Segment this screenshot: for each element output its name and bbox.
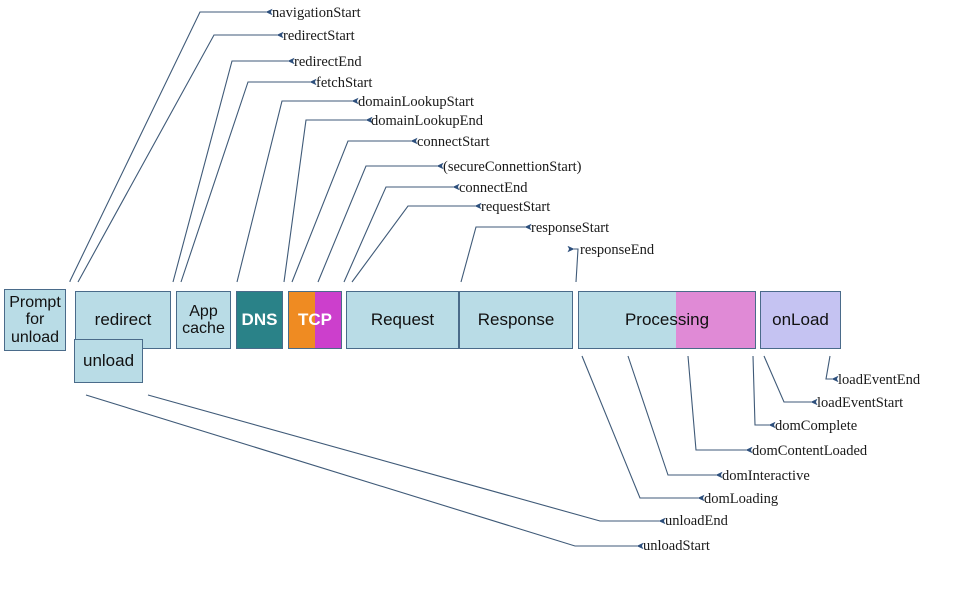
milestone-label-requestStart: requestStart xyxy=(481,199,551,215)
leader-line-responseEnd xyxy=(567,245,579,283)
milestone-label-unloadEnd: unloadEnd xyxy=(665,513,728,529)
leader-line-navigationStart xyxy=(69,8,273,282)
leader-line-unloadEnd xyxy=(147,394,666,525)
timeline-block-label: Processing xyxy=(624,309,710,329)
milestone-label-redirectStart: redirectStart xyxy=(283,28,355,44)
milestone-label-secureConnettionStart: (secureConnettionStart) xyxy=(443,159,582,175)
leader-line-responseStart xyxy=(460,223,532,283)
leader-line-domLoading xyxy=(581,355,705,502)
timeline-block-label: Response xyxy=(477,309,555,329)
milestone-label-unloadStart: unloadStart xyxy=(643,538,710,554)
leader-line-domInteractive xyxy=(627,355,723,479)
leader-line-loadEventStart xyxy=(763,355,818,406)
milestone-label-connectStart: connectStart xyxy=(417,134,490,150)
timeline-block-request: Request xyxy=(346,291,459,349)
leader-line-redirectStart xyxy=(77,31,284,283)
timeline-block-label: DNS xyxy=(241,309,278,329)
timeline-block-app-cache: App cache xyxy=(176,291,231,349)
milestone-label-responseStart: responseStart xyxy=(531,220,610,236)
timeline-block-onload: onLoad xyxy=(760,291,841,349)
timeline-block-label: App cache xyxy=(182,302,225,337)
leader-line-requestStart xyxy=(351,202,482,283)
milestone-label-responseEnd: responseEnd xyxy=(580,242,655,258)
timeline-block-unload: unload xyxy=(74,339,143,383)
leader-line-fetchStart xyxy=(180,78,317,283)
leader-line-domComplete xyxy=(752,355,776,429)
leader-line-domainLookupStart xyxy=(236,97,359,283)
milestone-label-navigationStart: navigationStart xyxy=(272,5,361,21)
milestone-label-domainLookupStart: domainLookupStart xyxy=(358,94,474,110)
milestone-label-domComplete: domComplete xyxy=(775,418,858,434)
leader-line-connectStart xyxy=(291,137,418,283)
milestone-label-domLoading: domLoading xyxy=(704,491,779,507)
milestone-label-domainLookupEnd: domainLookupEnd xyxy=(371,113,483,129)
leader-line-domContentLoaded xyxy=(687,355,753,454)
milestone-label-fetchStart: fetchStart xyxy=(316,75,373,91)
timeline-block-label: Prompt for unload xyxy=(9,294,61,346)
milestone-label-domInteractive: domInteractive xyxy=(722,468,810,484)
milestone-label-loadEventStart: loadEventStart xyxy=(817,395,904,411)
milestone-label-redirectEnd: redirectEnd xyxy=(294,54,362,70)
timeline-block-response: Response xyxy=(459,291,573,349)
timeline-block-processing: Processing xyxy=(578,291,756,349)
leader-line-loadEventEnd xyxy=(825,355,839,383)
milestone-label-loadEventEnd: loadEventEnd xyxy=(838,372,921,388)
leader-line-domainLookupEnd xyxy=(283,116,373,283)
timeline-block-tcp: TCP xyxy=(288,291,342,349)
timeline-block-label: redirect xyxy=(94,309,152,329)
leader-line-unloadStart xyxy=(85,394,644,550)
timeline-block-label: unload xyxy=(83,350,135,370)
leader-line-secureConnettionStart xyxy=(317,162,444,283)
timeline-block-prompt-for-unload: Prompt for unload xyxy=(4,289,66,351)
timeline-block-label: Request xyxy=(370,309,435,329)
milestone-label-connectEnd: connectEnd xyxy=(459,180,528,196)
leader-line-redirectEnd xyxy=(172,57,295,283)
timeline-block-label: onLoad xyxy=(772,309,829,329)
milestone-label-domContentLoaded: domContentLoaded xyxy=(752,443,868,459)
timeline-block-dns: DNS xyxy=(236,291,283,349)
leader-line-connectEnd xyxy=(343,183,460,283)
timeline-block-label: TCP xyxy=(298,309,332,329)
